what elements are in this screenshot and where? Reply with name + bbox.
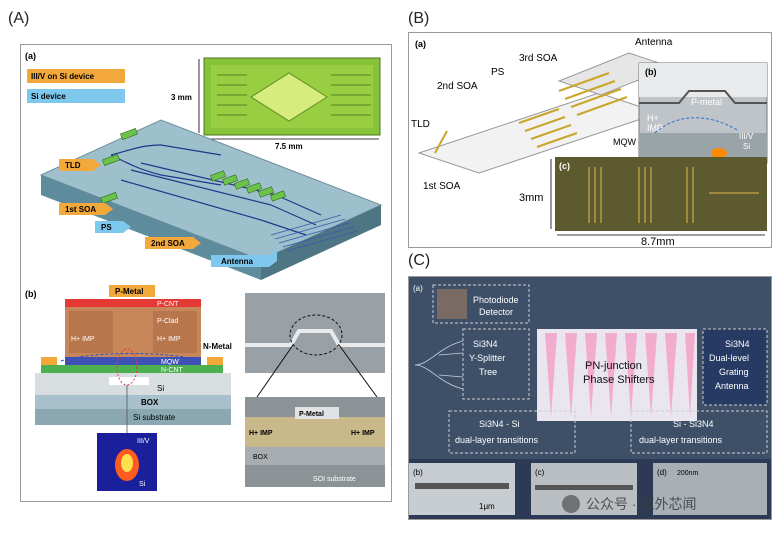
panel-b-label: (B): [408, 10, 430, 27]
svg-text:P-Metal: P-Metal: [299, 411, 324, 418]
watermark-text: 公众号 · 红外芯闻: [586, 496, 697, 512]
callout-antenna: Antenna: [211, 249, 277, 267]
svg-text:Y-Splitter: Y-Splitter: [469, 353, 505, 363]
svg-text:P-CNT: P-CNT: [157, 301, 179, 308]
panel-a-figure: (a) III/V on Si device Si device 3 mm 7.…: [25, 51, 385, 491]
svg-text:III/V: III/V: [137, 438, 150, 445]
svg-text:(c): (c): [559, 161, 570, 171]
transition-left: [448, 410, 576, 454]
svg-text:1st SOA: 1st SOA: [65, 205, 96, 214]
svg-text:Tree: Tree: [479, 367, 497, 377]
svg-text:3rd SOA: 3rd SOA: [519, 53, 558, 64]
callout-ps: PS: [95, 221, 131, 233]
svg-text:Si substrate: Si substrate: [133, 413, 176, 422]
transition-right: [630, 410, 768, 454]
svg-text:H+ IMP: H+ IMP: [351, 430, 375, 437]
svg-text:H+ IMP: H+ IMP: [157, 336, 181, 343]
panel-c-frame: (a) Photodiode Detector Si3N4 Y-Splitter…: [408, 276, 772, 520]
svg-text:Photodiode: Photodiode: [473, 295, 519, 305]
svg-text:PS: PS: [491, 67, 505, 78]
dim-3mm: 3 mm: [171, 93, 192, 102]
svg-text:TLD: TLD: [411, 119, 430, 130]
svg-text:(c): (c): [535, 468, 545, 477]
soa-blocks: [100, 128, 286, 204]
svg-text:Grating: Grating: [719, 367, 749, 377]
svg-text:Si: Si: [157, 384, 164, 393]
svg-text:200nm: 200nm: [677, 470, 699, 477]
dim-b-8-7mm: 8.7mm: [641, 236, 675, 247]
svg-text:(b): (b): [645, 67, 657, 77]
svg-text:Si3N4 - Si: Si3N4 - Si: [479, 419, 520, 429]
dim-b-3mm: 3mm: [519, 192, 543, 204]
dim-7-5mm: 7.5 mm: [275, 142, 303, 151]
svg-text:Si: Si: [139, 481, 146, 488]
svg-text:Phase Shifters: Phase Shifters: [583, 374, 655, 386]
callout-2nd-soa: 2nd SOA: [145, 237, 201, 249]
svg-text:N-CNT: N-CNT: [161, 367, 183, 374]
svg-text:(b): (b): [413, 468, 423, 477]
watermark: 公众号 · 红外芯闻: [562, 494, 696, 514]
callout-tld: TLD: [59, 159, 101, 171]
legend-iiiv-swatch: [27, 69, 125, 83]
antenna-box: [702, 328, 768, 406]
svg-text:Antenna: Antenna: [715, 381, 749, 391]
svg-text:2nd SOA: 2nd SOA: [151, 239, 185, 248]
svg-text:PS: PS: [101, 223, 112, 232]
cross-section: P-Metal P-CNT P-Clad H+ IMP H+ IMP N-Met…: [35, 285, 232, 435]
chip-front-face: [41, 175, 261, 280]
wechat-icon: [562, 495, 580, 513]
svg-text:P-Metal: P-Metal: [115, 287, 143, 296]
svg-text:H+: H+: [647, 113, 659, 123]
svg-text:PN-junction: PN-junction: [585, 360, 642, 372]
panel-a-label: (A): [8, 10, 30, 27]
panel-b-figure: (a) Antenna 3rd SOA PS 2nd SOA TLD 1st S…: [411, 37, 768, 248]
svg-text:N-Metal: N-Metal: [203, 342, 232, 351]
svg-text:IMP: IMP: [647, 123, 663, 133]
panel-a-frame: (a) III/V on Si device Si device 3 mm 7.…: [20, 44, 392, 502]
svg-text:2nd SOA: 2nd SOA: [437, 81, 478, 92]
svg-text:Si3N4: Si3N4: [725, 339, 750, 349]
panel-c-figure: (a) Photodiode Detector Si3N4 Y-Splitter…: [409, 277, 771, 515]
svg-text:Antenna: Antenna: [635, 37, 673, 48]
svg-text:BOX: BOX: [253, 454, 268, 461]
antenna-grating: [270, 214, 358, 252]
chip-side-face: [261, 205, 381, 280]
panel-a-sub-a: (a): [25, 51, 36, 61]
svg-text:MQW: MQW: [613, 137, 636, 147]
svg-text:dual-layer transitions: dual-layer transitions: [639, 435, 723, 445]
callout-1st-soa: 1st SOA: [59, 203, 113, 215]
legend-si-swatch: [27, 89, 125, 103]
svg-text:1st SOA: 1st SOA: [423, 181, 461, 192]
svg-text:dual-layer transitions: dual-layer transitions: [455, 435, 539, 445]
svg-text:III/V: III/V: [739, 132, 754, 141]
svg-text:Dual-level: Dual-level: [709, 353, 749, 363]
svg-text:MQW: MQW: [161, 359, 179, 366]
svg-text:H+ IMP: H+ IMP: [71, 336, 95, 343]
svg-text:BOX: BOX: [141, 398, 159, 407]
sem-d: [653, 463, 767, 515]
svg-text:Si3N4: Si3N4: [473, 339, 498, 349]
svg-text:1μm: 1μm: [479, 502, 495, 511]
svg-text:P-metal: P-metal: [691, 97, 722, 107]
svg-text:P-Clad: P-Clad: [157, 318, 179, 325]
svg-text:SOI substrate: SOI substrate: [313, 476, 356, 483]
legend-iiiv-text: III/V on Si device: [31, 72, 95, 81]
panel-b-frame: (a) Antenna 3rd SOA PS 2nd SOA TLD 1st S…: [408, 32, 772, 248]
splitter-box: [462, 328, 530, 400]
svg-text:(d): (d): [657, 468, 667, 477]
svg-text:TLD: TLD: [65, 161, 81, 170]
panel-c-label: (C): [408, 252, 431, 269]
svg-text:Antenna: Antenna: [221, 257, 254, 266]
legend-si-text: Si device: [31, 92, 66, 101]
chip-photo-c: [555, 157, 767, 231]
svg-text:H+ IMP: H+ IMP: [249, 430, 273, 437]
svg-text:(a): (a): [415, 39, 426, 49]
svg-text:Si: Si: [743, 142, 750, 151]
panel-a-sub-b: (b): [25, 289, 37, 299]
photodiode-box: [432, 284, 530, 324]
svg-text:Si - Si3N4: Si - Si3N4: [673, 419, 714, 429]
soa-lines: [434, 72, 628, 154]
svg-text:Detector: Detector: [479, 307, 513, 317]
svg-text:(a): (a): [413, 284, 423, 293]
